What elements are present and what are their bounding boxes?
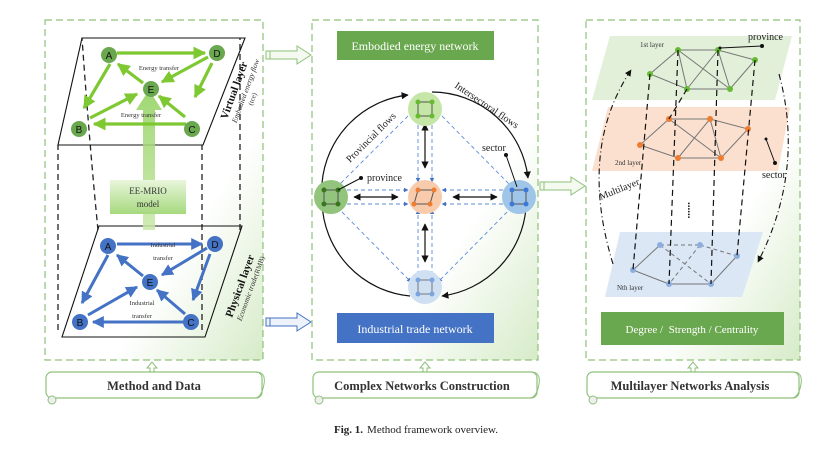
physical-layer-plane bbox=[61, 225, 243, 338]
virtual-layer-edges bbox=[82, 46, 214, 131]
analysis-title: Multilayer Networks Analysis bbox=[611, 379, 770, 393]
multilayer-arcs bbox=[598, 69, 789, 265]
node-b: B bbox=[71, 121, 87, 137]
layer-2-edges bbox=[639, 118, 749, 159]
svg-text:C: C bbox=[188, 125, 195, 136]
method-scroll-banner: Method and Data bbox=[45, 361, 265, 405]
svg-text:C: C bbox=[187, 318, 194, 329]
arrow-to-trade-network bbox=[265, 312, 312, 332]
arrow-to-multilayer bbox=[539, 176, 586, 196]
svg-text:E: E bbox=[147, 278, 154, 289]
layer-1-label: 1st layer bbox=[640, 41, 665, 49]
panel-multilayer-networks-analysis: 1st layer 2nd layer Nth layer bbox=[585, 19, 802, 405]
model-box-line1: EE-MRIO bbox=[129, 186, 167, 196]
sector-label: sector bbox=[482, 143, 507, 154]
province-label: province bbox=[367, 173, 403, 184]
svg-text:A: A bbox=[105, 242, 112, 253]
module-top-green bbox=[408, 92, 442, 126]
physical-edge-label-top-1: Industrial bbox=[151, 242, 176, 249]
virtual-edge-label-bottom: Energy transfer bbox=[121, 112, 162, 119]
layer-n-nodes bbox=[630, 242, 740, 287]
physical-edge-label-top-2: transfer bbox=[153, 255, 174, 262]
svg-text:E: E bbox=[148, 85, 155, 96]
module-center-orange bbox=[408, 180, 442, 214]
layer-2-nodes bbox=[637, 116, 751, 161]
construction-title: Complex Networks Construction bbox=[334, 379, 510, 393]
province-label: province bbox=[748, 32, 784, 43]
province-pointer bbox=[337, 176, 363, 191]
ee-mrio-model-box bbox=[110, 180, 186, 214]
model-box-line2: model bbox=[137, 199, 160, 209]
ee-mrio-up-arrow bbox=[136, 90, 162, 230]
node-a: A bbox=[101, 47, 117, 63]
sector-pointer bbox=[504, 153, 518, 188]
node-a: A bbox=[100, 238, 116, 254]
virtual-edge-label-top: Energy transfer bbox=[139, 65, 180, 72]
arrow-to-energy-network bbox=[265, 45, 312, 65]
node-d: D bbox=[209, 45, 225, 61]
panel-method-and-data: EE-MRIO model Energy transfer Energy tra… bbox=[44, 19, 267, 405]
node-b: B bbox=[72, 314, 88, 330]
layer-n-label: Nth layer bbox=[617, 284, 644, 292]
svg-text:A: A bbox=[106, 51, 113, 62]
figure-caption: Fig. 1.Method framework overview. bbox=[0, 424, 832, 436]
module-left-darkgreen bbox=[314, 180, 348, 214]
layer-n-plane bbox=[605, 232, 763, 297]
node-c: C bbox=[184, 121, 200, 137]
module-right-blue bbox=[502, 180, 536, 214]
node-e: E bbox=[142, 274, 158, 290]
svg-text:D: D bbox=[211, 240, 218, 251]
industrial-trade-network-label: Industrial trade network bbox=[357, 322, 472, 336]
dashed-flows bbox=[336, 110, 513, 283]
layer-1-plane bbox=[592, 36, 792, 100]
svg-text:B: B bbox=[76, 125, 83, 136]
physical-edge-label-bottom-1: Industrial bbox=[130, 300, 155, 307]
industrial-trade-network-box bbox=[337, 313, 494, 343]
method-title: Method and Data bbox=[107, 379, 202, 393]
virtual-layer-plane bbox=[57, 37, 246, 146]
node-d: D bbox=[207, 236, 223, 252]
svg-text:D: D bbox=[213, 49, 220, 60]
embodied-energy-network-box bbox=[337, 31, 494, 60]
sector-pointer bbox=[764, 137, 777, 165]
physical-edge-label-bottom-2: transfer bbox=[132, 313, 153, 320]
analysis-scroll-banner: Multilayer Networks Analysis bbox=[586, 361, 802, 405]
metrics-box bbox=[601, 312, 784, 345]
caption-label: Fig. 1. bbox=[334, 424, 364, 436]
caption-text: Method framework overview. bbox=[367, 424, 498, 436]
embodied-energy-network-label: Embodied energy network bbox=[351, 39, 478, 53]
metrics-label: Degree / Strength / Centrality bbox=[626, 324, 759, 336]
panel-complex-networks-construction: Embodied energy network bbox=[311, 19, 540, 405]
layer-2-plane bbox=[592, 107, 790, 171]
svg-text:B: B bbox=[77, 318, 84, 329]
interlayer-links bbox=[632, 49, 756, 285]
layer-ellipsis: ...... bbox=[685, 202, 697, 219]
province-pointer bbox=[718, 44, 764, 50]
layer-2-label: 2nd layer bbox=[615, 159, 642, 167]
physical-layer-nodes: A B C D E bbox=[72, 236, 223, 330]
layer-n-edges bbox=[632, 244, 738, 285]
construction-scroll-banner: Complex Networks Construction bbox=[312, 361, 540, 405]
virtual-layer-nodes: A B C D E bbox=[71, 45, 225, 137]
physical-layer-edges bbox=[80, 238, 212, 328]
node-e: E bbox=[143, 81, 159, 97]
sector-label: sector bbox=[762, 170, 787, 181]
module-bottom-lightblue bbox=[408, 270, 442, 304]
node-c: C bbox=[183, 314, 199, 330]
flow-arcs bbox=[318, 91, 531, 299]
coupling-arrows bbox=[353, 123, 498, 263]
